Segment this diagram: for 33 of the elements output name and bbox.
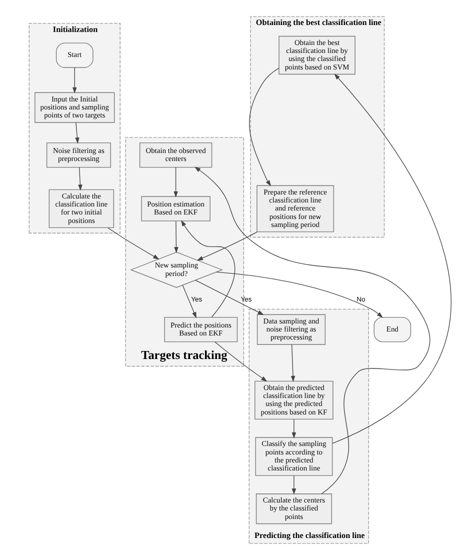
arrow	[196, 232, 257, 261]
arrow	[248, 68, 279, 186]
arrow	[78, 167, 82, 191]
node-box: Position estimation Based on EKF	[140, 196, 210, 222]
node-box: Predict the positions Based on EKF	[164, 317, 238, 342]
arrow	[290, 344, 295, 382]
node-box: Data sampling and noise filtering as preprocessing	[256, 314, 326, 345]
node-box: End	[373, 317, 411, 342]
arrow	[194, 166, 430, 494]
node-diamond: New sampling period?	[130, 252, 222, 288]
arrow	[72, 67, 76, 94]
node-box: Obtain the best classification line by using the classified points based on SVM	[278, 36, 355, 75]
node-box: Obtain the predicted classification line by using the predicted positions based on KF	[254, 380, 333, 420]
node-box: Prepare the reference classification line and reference positions for new sampling period	[256, 185, 334, 232]
node-box: Noise filtering as preprocessing	[46, 142, 110, 168]
arrow	[332, 74, 451, 444]
arrow	[180, 220, 235, 318]
arrow	[291, 419, 296, 438]
arrow	[194, 280, 264, 315]
node-box: Calculate the centers by the classified points	[255, 494, 332, 524]
arrow	[182, 284, 196, 318]
arrow	[214, 342, 267, 382]
arrow	[106, 227, 159, 260]
node-box: Start	[55, 42, 93, 68]
node-box: Input the Initial positions and sampling points of two targets	[34, 92, 114, 123]
arrow	[74, 122, 79, 144]
arrow	[174, 220, 178, 254]
node-box: Classify the sampling points according to the predicted classification line	[254, 437, 332, 476]
node-box: Calculate the classification line for two initial positions	[48, 189, 114, 228]
arrow	[215, 272, 382, 318]
arrow	[291, 475, 296, 495]
node-box: Obtain the observed centers	[138, 142, 212, 168]
arrow	[173, 167, 178, 198]
